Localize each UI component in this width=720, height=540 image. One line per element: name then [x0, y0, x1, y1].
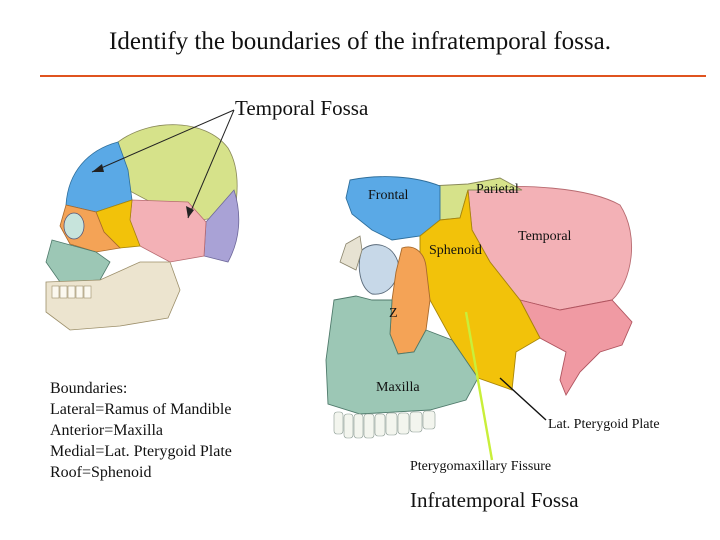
title-divider: [40, 75, 706, 77]
left-skull: [45, 109, 240, 331]
right-zygomatic-arch: [519, 299, 633, 397]
boundary-anterior: Anterior=Maxilla: [50, 422, 163, 439]
right-teeth: [333, 410, 436, 439]
label-lat-pterygoid-plate: Lat. Pterygoid Plate: [548, 417, 660, 432]
label-zygomatic: Z: [389, 306, 398, 321]
boundaries-heading: Boundaries:: [50, 380, 128, 397]
right-nasal-bone: [339, 235, 363, 271]
label-frontal: Frontal: [368, 188, 409, 203]
left-occipital-bone: [203, 189, 240, 263]
label-maxilla: Maxilla: [376, 380, 420, 395]
left-mandible: [45, 261, 181, 331]
label-temporal-fossa: Temporal Fossa: [235, 96, 369, 120]
boundary-roof: Roof=Sphenoid: [50, 464, 152, 481]
left-teeth: [51, 285, 92, 299]
lat-pterygoid-pointer-line: [499, 377, 547, 421]
label-infratemporal-fossa: Infratemporal Fossa: [410, 488, 579, 512]
pointer-line-lower: [187, 109, 235, 219]
boundary-medial: Medial=Lat. Pterygoid Plate: [50, 443, 232, 460]
left-orbit: [63, 212, 85, 240]
right-orbit: [358, 244, 399, 295]
boundary-lateral: Lateral=Ramus of Mandible: [50, 401, 232, 418]
label-pterygomaxillary-fissure: Pterygomaxillary Fissure: [410, 459, 552, 474]
left-frontal-bone: [65, 141, 133, 213]
label-parietal: Parietal: [476, 182, 519, 197]
left-temporal-bone: [129, 199, 207, 263]
label-sphenoid: Sphenoid: [429, 243, 482, 258]
boundaries-list: Boundaries: Lateral=Ramus of Mandible An…: [50, 378, 232, 483]
right-skull: [325, 176, 633, 461]
pointer-line-upper: [91, 109, 235, 173]
right-maxilla: [325, 295, 479, 415]
label-temporal: Temporal: [518, 229, 572, 244]
page-title: Identify the boundaries of the infratemp…: [109, 28, 611, 55]
right-frontal-bone: [345, 176, 441, 241]
pterygomaxillary-fissure-line: [464, 311, 494, 461]
